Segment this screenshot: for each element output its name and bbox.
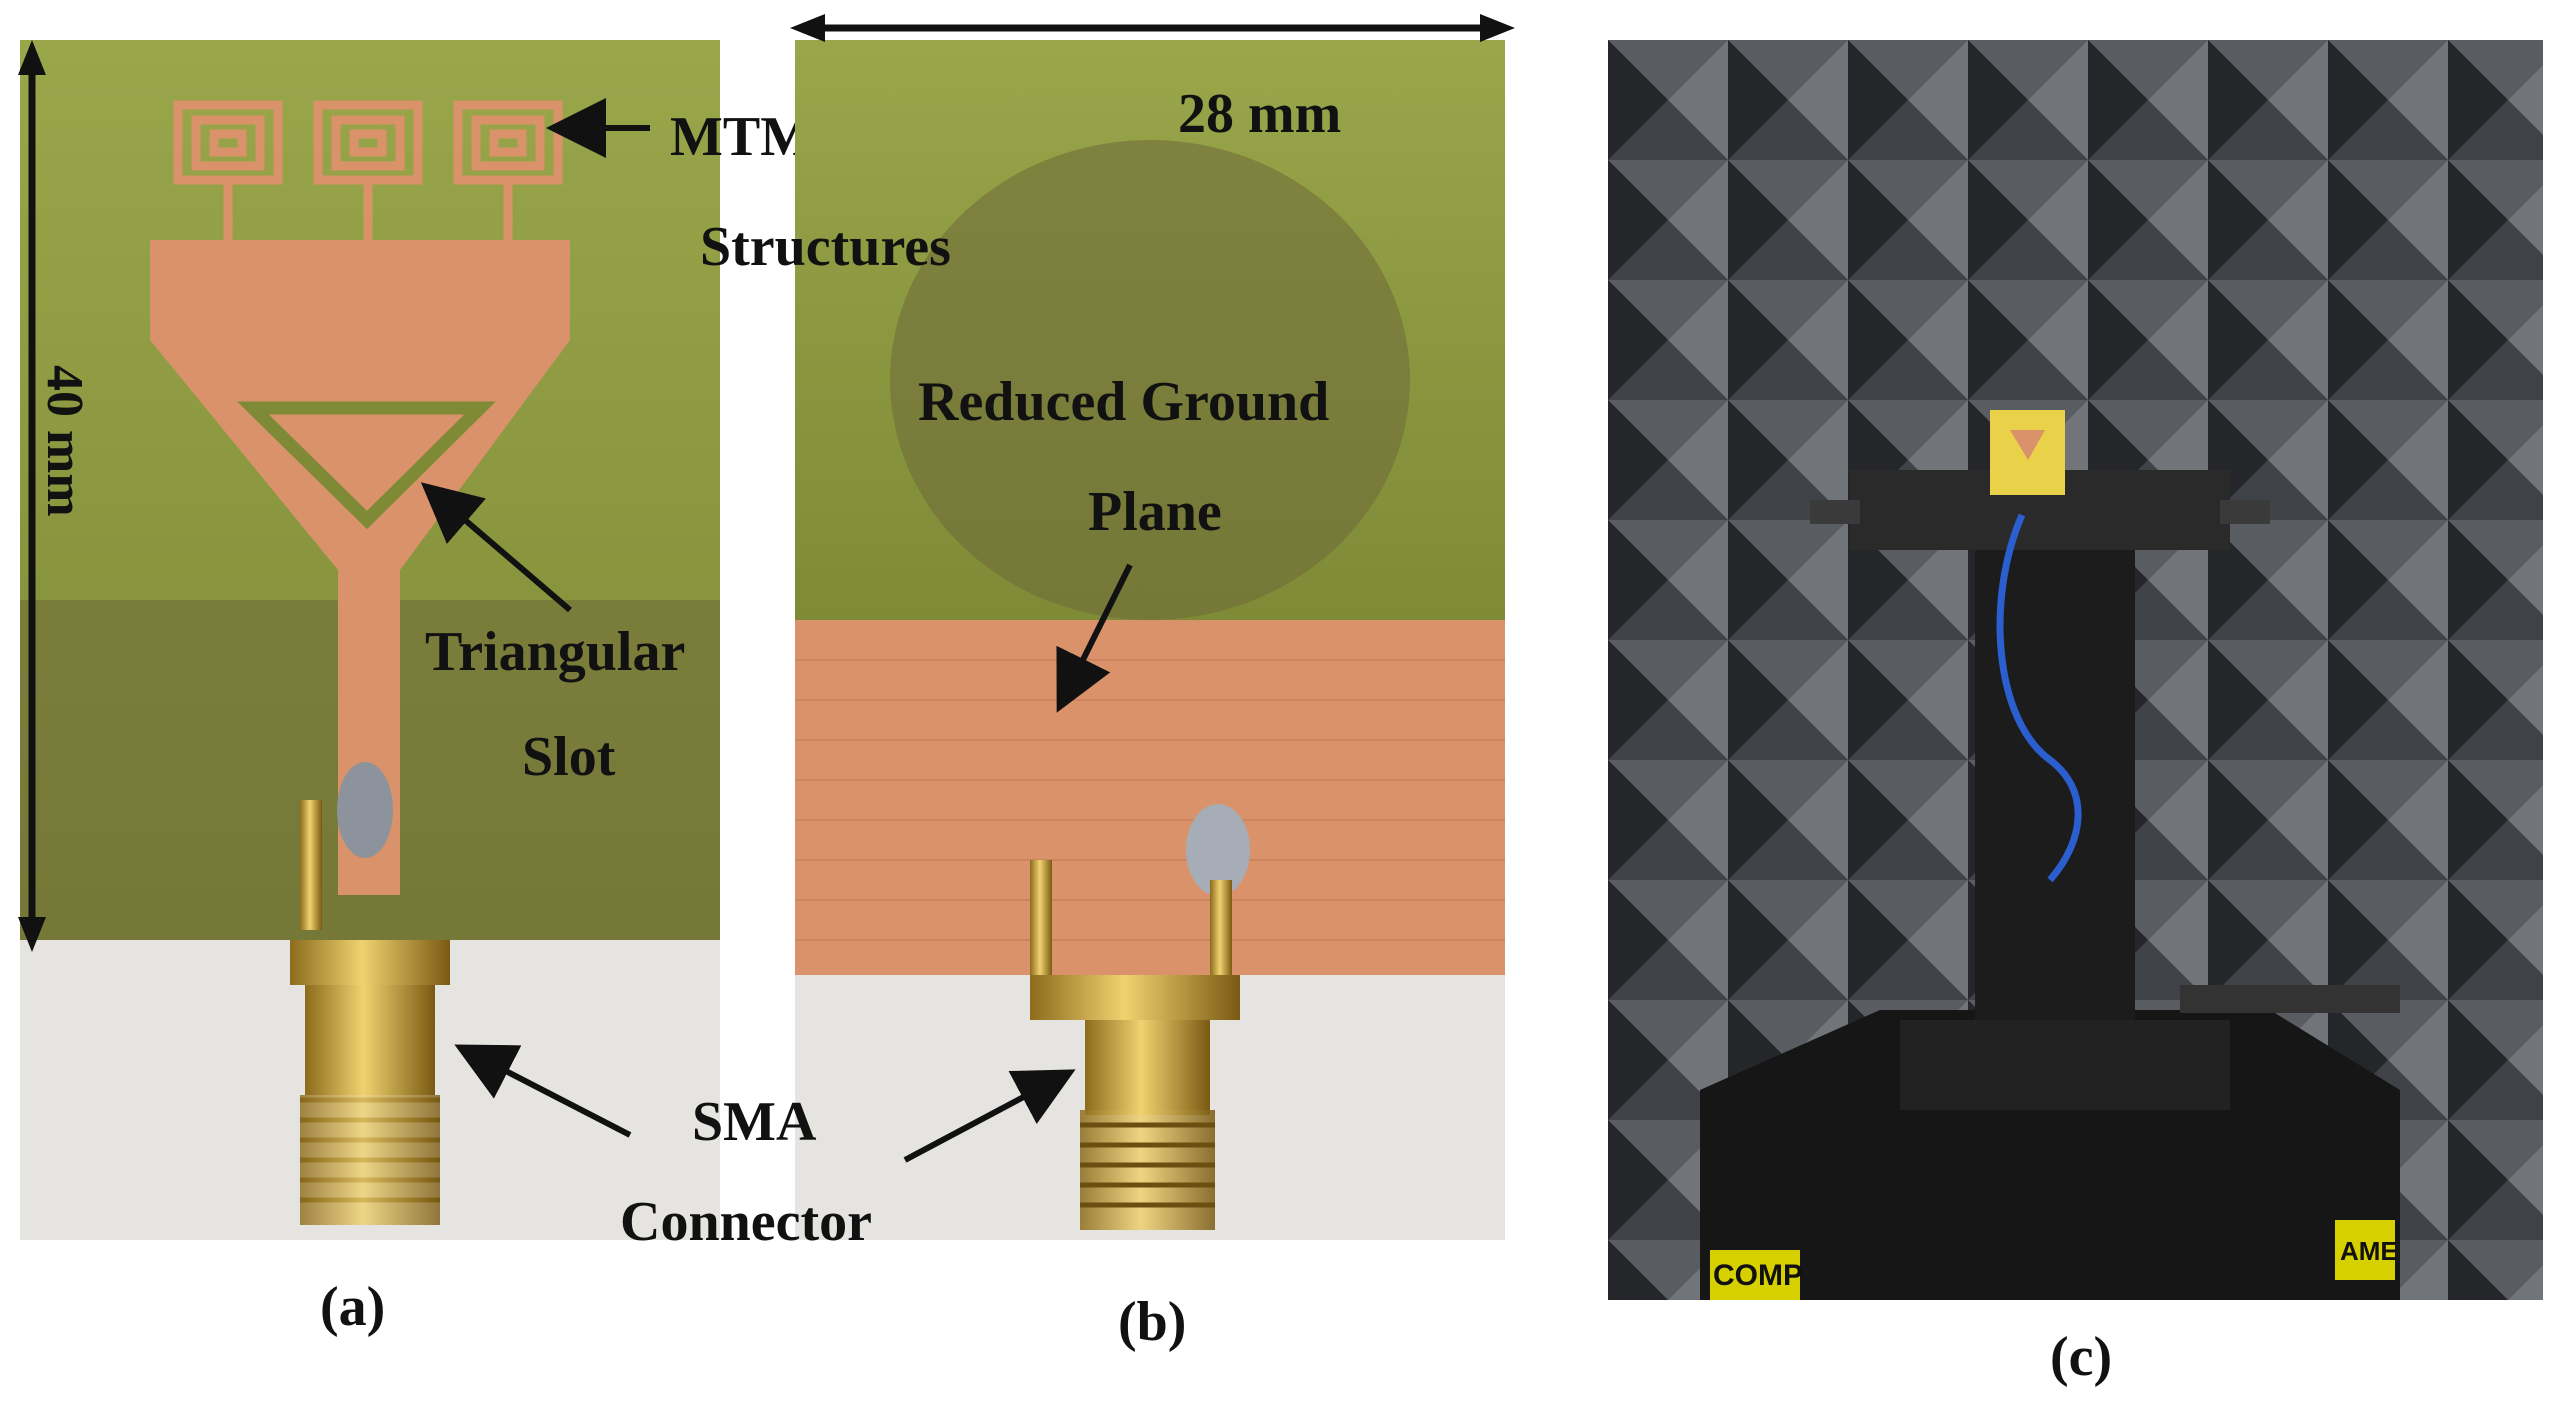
panel-a-caption: (a) (320, 1276, 385, 1338)
sma-arrow-left (454, 1044, 632, 1138)
panel-c: COMP AME (c) (1608, 40, 2543, 1388)
clamp-screw-left (1810, 500, 1860, 524)
triangular-slot-arrow (420, 482, 572, 613)
base-text-left: COMP (1713, 1259, 1803, 1292)
dark-shadow-area (890, 140, 1410, 620)
width-arrow-left-head (790, 14, 825, 42)
sma-label-line1: SMA (692, 1091, 817, 1153)
fixture-platform (1900, 1020, 2230, 1110)
triangular-label-line2: Slot (522, 726, 616, 788)
width-dimension-label: 28 mm (1178, 83, 1341, 145)
height-dimension-label: 40 mm (36, 365, 93, 517)
base-label-left (1710, 1250, 1800, 1300)
panel-c-caption: (c) (2050, 1326, 2112, 1388)
ground-plane-arrow (1056, 563, 1133, 713)
mtm-ssrr-cells (173, 100, 563, 245)
panel-a: 40 mm MTM-SSRR Triangular Slot (a) (18, 40, 975, 1338)
ground-label-line2: Plane (1088, 481, 1222, 543)
clamp-screw-right (2220, 500, 2270, 524)
triangular-slot (237, 401, 496, 530)
panel-b-caption: (b) (1118, 1291, 1186, 1353)
sma-label-line2: Connector (620, 1191, 872, 1253)
solder-joint-front (337, 762, 393, 858)
base-text-right: AME (2340, 1236, 2398, 1266)
antenna-patch-mark (2010, 430, 2045, 460)
sma-connector-back (1030, 860, 1240, 1230)
ground-label-line1: Reduced Ground (918, 371, 1329, 433)
ssrr-cell-2 (313, 100, 423, 245)
width-arrow-right-head (1480, 14, 1515, 42)
base-label-right (2335, 1220, 2395, 1280)
triangular-label-line1: Triangular (425, 621, 685, 683)
reduced-ground-plane (795, 620, 1505, 975)
panel-b: 28 mm Structures Reduced Ground Plane SM… (620, 14, 1515, 1353)
height-arrow-bottom-head (18, 917, 46, 952)
mtm-label-line2: Structures (700, 216, 951, 278)
sma-connector-front (290, 800, 450, 1225)
sma-arrow-right (903, 1069, 1076, 1163)
solder-joint-back (1186, 804, 1250, 896)
ssrr-cell-1 (173, 100, 283, 245)
height-arrow-top-head (18, 40, 46, 75)
fixture-column (1975, 470, 2135, 1090)
side-handle (2180, 985, 2400, 1013)
rf-cable (1996, 513, 2082, 883)
ground-plane-texture (795, 659, 1505, 941)
